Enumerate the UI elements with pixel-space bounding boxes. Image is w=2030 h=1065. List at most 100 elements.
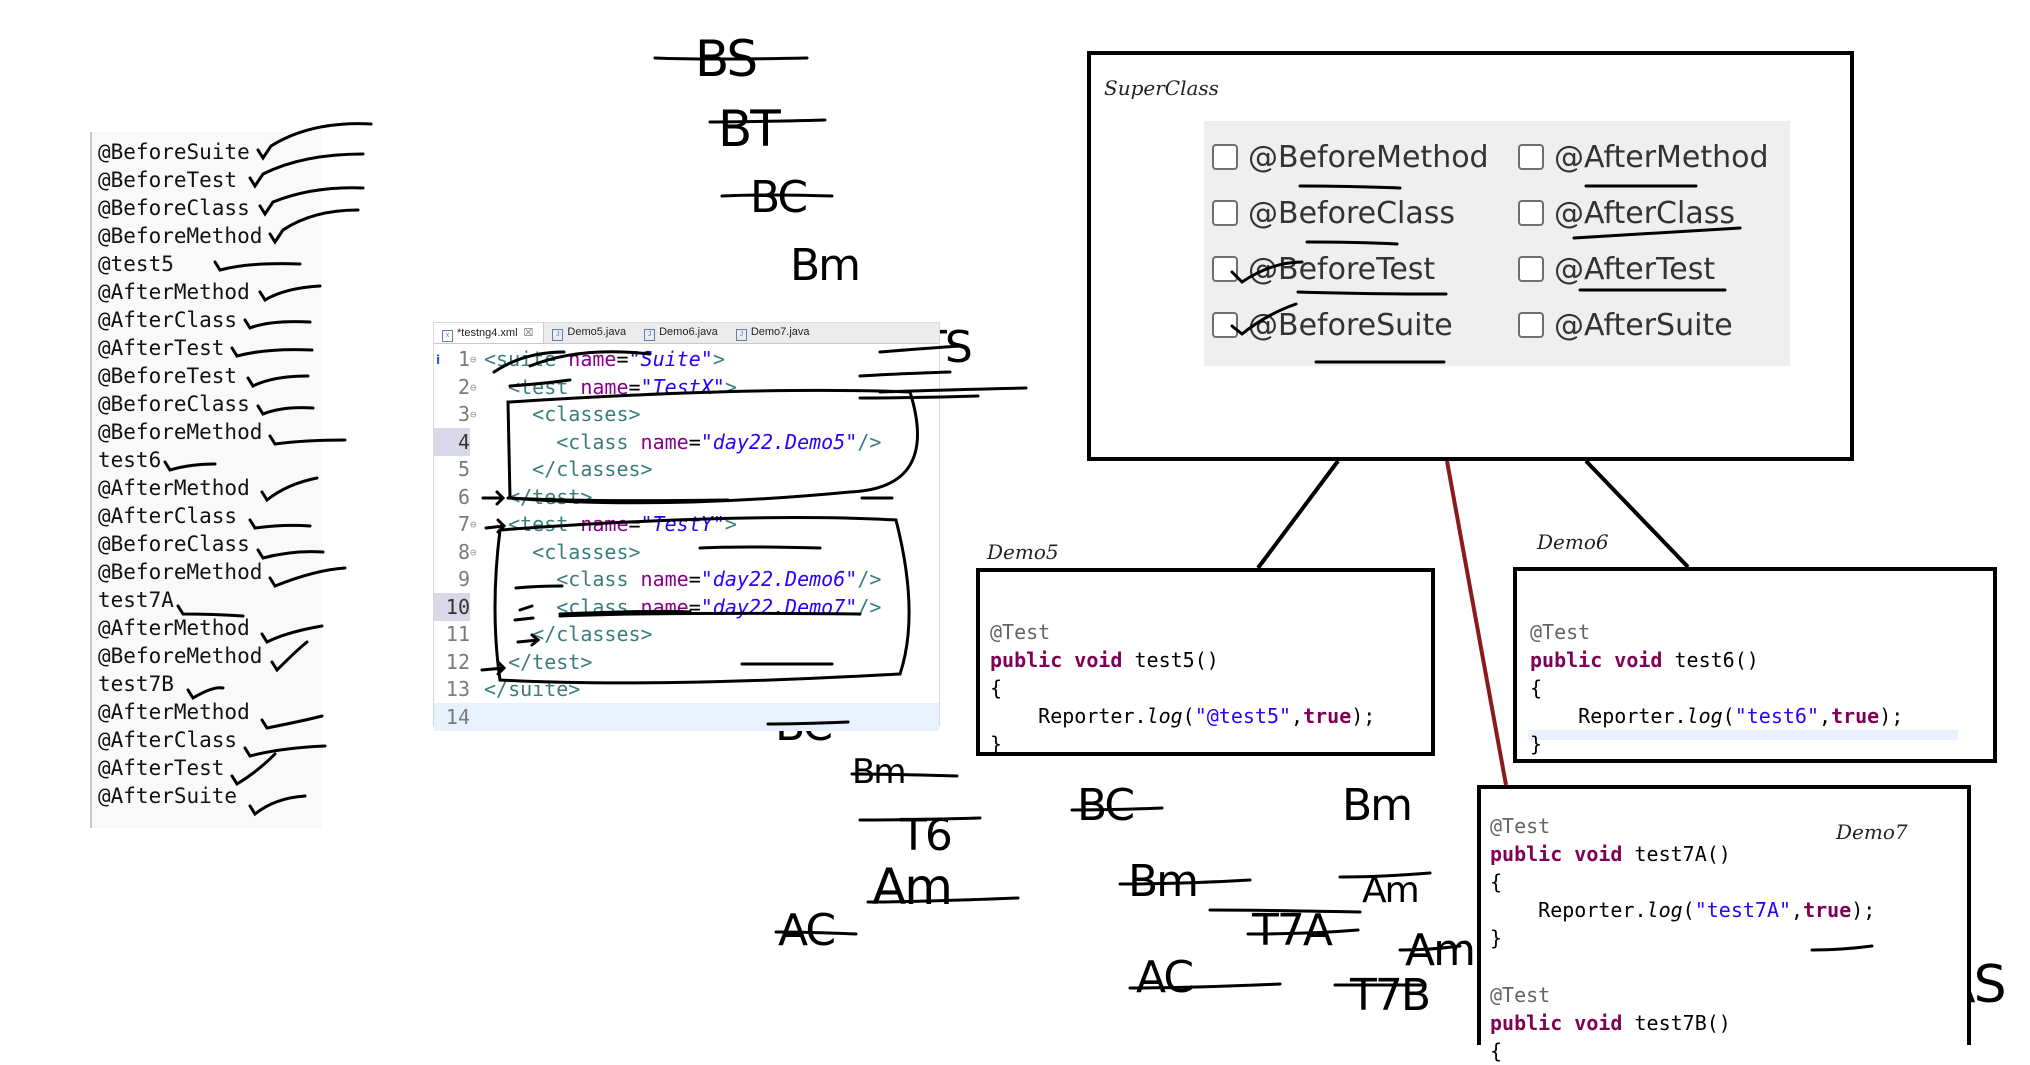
code-line[interactable]: 11 </classes> <box>434 620 939 648</box>
code-line[interactable]: 5 </classes> <box>434 455 939 483</box>
note-am-3: AC <box>1136 952 1194 1003</box>
demo5-code: @Test public void test5() { Reporter.log… <box>990 590 1375 758</box>
code-token: > <box>712 347 725 371</box>
note-bm-4: Bm <box>1342 780 1413 831</box>
demo7-a-bool: true <box>1803 898 1852 922</box>
demo7-a-string: "test7A" <box>1694 898 1792 922</box>
line-number: 12 <box>445 649 470 674</box>
demo6-label: Demo6 <box>1537 530 1609 554</box>
log-line: @AfterTest <box>98 336 225 360</box>
checkbox-label: @AfterMethod <box>1554 139 1769 175</box>
code-line[interactable]: 8⊖ <classes> <box>434 538 939 566</box>
demo5-bool: true <box>1303 704 1352 728</box>
code-token: </test> <box>484 649 593 674</box>
log-line: @AfterMethod <box>98 700 250 724</box>
demo6-string: "test6" <box>1734 704 1820 728</box>
code-token: <class <box>484 567 641 591</box>
connector-superclass-demo5 <box>1256 459 1340 570</box>
annotation-checkbox[interactable]: @AfterClass <box>1518 193 1735 233</box>
code-line[interactable]: 9 <class name="day22.Demo6"/> <box>434 565 939 593</box>
annotation-checkbox[interactable]: @AfterMethod <box>1518 137 1769 177</box>
demo7-a-keywords: public void <box>1490 842 1623 866</box>
checkbox-label: @BeforeClass <box>1248 195 1456 231</box>
note-bc-1: BC <box>750 172 808 223</box>
checkbox-square-icon[interactable] <box>1518 200 1544 226</box>
fold-toggle-icon[interactable]: ⊖ <box>470 518 477 531</box>
log-output-panel: @BeforeSuite@BeforeTest@BeforeClass@Befo… <box>90 132 322 828</box>
demo7-a-open-brace: { <box>1490 870 1503 894</box>
info-marker-icon: i <box>436 353 441 367</box>
demo6-signature: test6() <box>1662 648 1759 672</box>
code-token: /> <box>857 429 882 454</box>
demo6-method: log <box>1686 704 1723 728</box>
log-line: @AfterTest <box>98 756 225 780</box>
code-token: <class <box>484 429 641 454</box>
log-line: @BeforeClass <box>98 392 250 416</box>
editor-tab-label: Demo5.java <box>567 326 627 338</box>
annotation-checkbox[interactable]: @BeforeTest <box>1212 249 1435 289</box>
fold-toggle-icon[interactable]: ⊖ <box>470 353 477 366</box>
demo7-a-close-call: ); <box>1851 898 1876 922</box>
log-line: test6 <box>98 448 162 472</box>
editor-tab[interactable]: x*testng4.xml☒ <box>434 323 545 343</box>
code-line[interactable]: 3⊖ <classes> <box>434 400 939 428</box>
annotation-checkbox[interactable]: @AfterTest <box>1518 249 1715 289</box>
note-ac-2: AC <box>778 905 836 956</box>
code-token: </classes> <box>484 457 653 481</box>
log-list: @BeforeSuite@BeforeTest@BeforeClass@Befo… <box>92 132 322 810</box>
log-line: @AfterMethod <box>98 476 250 500</box>
code-line[interactable]: 6 </test> <box>434 483 939 511</box>
log-line: test7A <box>98 588 174 612</box>
code-line[interactable]: 7⊖ <test name="TestY"> <box>434 510 939 538</box>
demo6-close-call: ); <box>1879 704 1904 728</box>
checkbox-square-icon[interactable] <box>1212 312 1238 338</box>
checkbox-square-icon[interactable] <box>1518 144 1544 170</box>
line-number: 7 <box>457 512 470 536</box>
code-token: "Suite" <box>628 347 713 371</box>
connector-superclass-demo6 <box>1584 459 1690 569</box>
fold-toggle-icon[interactable]: ⊖ <box>470 408 477 421</box>
code-line[interactable]: 14 <box>434 702 939 731</box>
demo7-a-annotation: @Test <box>1490 814 1551 838</box>
checkbox-label: @BeforeSuite <box>1248 307 1453 343</box>
close-tab-icon[interactable]: ☒ <box>523 327 534 339</box>
demo6-annotation: @Test <box>1530 620 1591 644</box>
code-line[interactable]: 12 </test> <box>434 648 939 676</box>
demo5-open-brace: { <box>990 676 1003 700</box>
demo5-box <box>976 568 1435 756</box>
log-line: @BeforeMethod <box>98 560 263 584</box>
demo7-a-signature: test7A() <box>1622 842 1731 866</box>
code-line[interactable]: 4 <class name="day22.Demo5"/> <box>434 427 939 456</box>
log-line: @BeforeMethod <box>98 644 263 668</box>
note-am-2: Am <box>872 858 953 916</box>
checkbox-square-icon[interactable] <box>1212 256 1238 282</box>
code-token: /> <box>857 567 882 591</box>
checkbox-label: @BeforeMethod <box>1248 139 1489 175</box>
annotation-checkbox[interactable]: @BeforeClass <box>1212 193 1455 233</box>
checkbox-square-icon[interactable] <box>1518 312 1544 338</box>
fold-toggle-icon[interactable]: ⊖ <box>470 545 477 559</box>
fold-toggle-icon[interactable]: ⊖ <box>470 380 477 394</box>
log-line: @BeforeTest <box>98 168 238 192</box>
annotation-checkbox[interactable]: @BeforeMethod <box>1212 137 1489 177</box>
line-number: 1 <box>457 347 470 371</box>
demo7-a-close-brace: } <box>1490 926 1503 950</box>
checkbox-square-icon[interactable] <box>1212 200 1238 226</box>
java-file-icon: J <box>644 329 656 341</box>
annotation-checkbox[interactable]: @AfterSuite <box>1518 305 1733 345</box>
log-line: @BeforeMethod <box>98 420 263 444</box>
note-bc-3: BC <box>1077 780 1135 831</box>
demo5-string: "@test5" <box>1194 704 1292 728</box>
annotation-checkbox[interactable]: @BeforeSuite <box>1212 305 1453 345</box>
checkbox-square-icon[interactable] <box>1212 144 1238 170</box>
code-token: name <box>640 429 689 454</box>
checkbox-square-icon[interactable] <box>1518 256 1544 282</box>
checkbox-label: @AfterClass <box>1554 195 1735 231</box>
demo6-call: Reporter. <box>1578 704 1687 728</box>
note-ac-3: T7B <box>1350 970 1431 1021</box>
demo6-comma: , <box>1819 704 1832 728</box>
log-line: @BeforeMethod <box>98 224 263 248</box>
